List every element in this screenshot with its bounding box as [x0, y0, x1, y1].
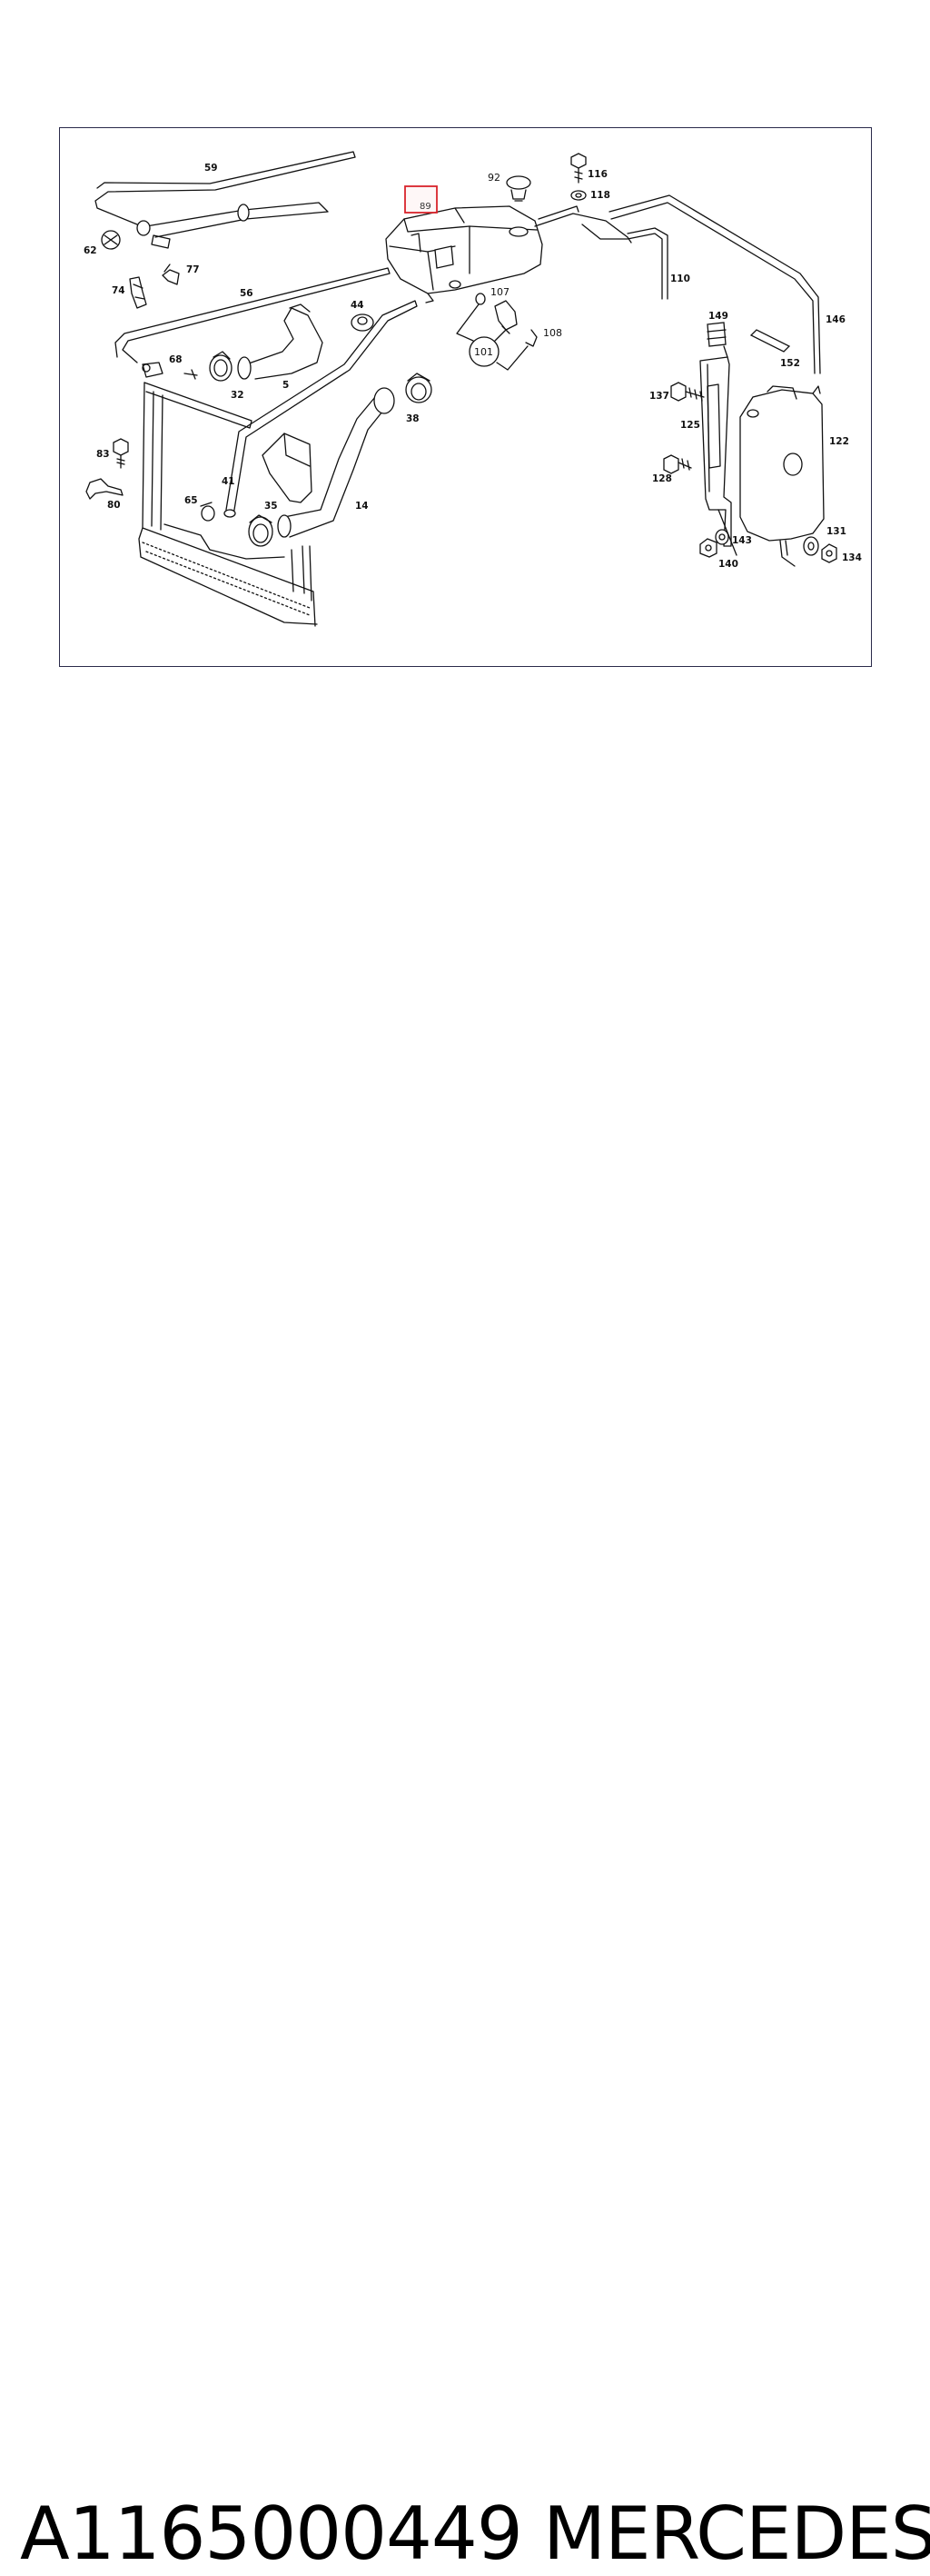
nut-134	[821, 543, 837, 563]
grommet-149	[707, 322, 728, 358]
callout-80: 80	[107, 500, 121, 511]
callout-5: 5	[282, 380, 289, 391]
callout-38: 38	[406, 413, 420, 424]
hose-5	[237, 303, 323, 380]
pipe-56	[114, 267, 391, 363]
callout-118: 118	[590, 190, 610, 201]
parts-diagram-frame: 59 62 77 74 56 68 32 5 44 83 80 41 65 35…	[59, 127, 872, 667]
radiator	[138, 382, 318, 627]
hose-146	[608, 194, 821, 374]
bolt-116	[570, 153, 587, 184]
screw-137	[670, 382, 705, 402]
callout-131: 131	[826, 526, 846, 537]
strip-152	[749, 329, 791, 353]
callout-134: 134	[842, 552, 862, 563]
highlight-box	[404, 185, 438, 214]
callout-146: 146	[826, 314, 846, 325]
washer-118	[570, 190, 587, 201]
cap-92	[506, 175, 531, 202]
callout-128: 128	[652, 473, 672, 484]
callout-89: 89	[420, 202, 431, 212]
brand-name: MERCEDES	[543, 2491, 930, 2576]
washer-143	[715, 529, 729, 545]
callout-44: 44	[351, 300, 364, 311]
clip-68	[142, 362, 163, 378]
clip-62	[101, 230, 121, 250]
callout-62: 62	[84, 245, 97, 256]
washer-131	[803, 536, 819, 556]
bracket-125	[699, 356, 737, 556]
callout-140: 140	[718, 559, 738, 570]
callout-110: 110	[670, 274, 690, 284]
caption: A1165000449 MERCEDES	[0, 1245, 930, 2576]
parts-diagram: 59 62 77 74 56 68 32 5 44 83 80 41 65 35…	[84, 151, 862, 627]
pipe-41	[223, 300, 418, 518]
sensor-101	[456, 293, 538, 371]
callout-77: 77	[186, 264, 200, 275]
callout-14: 14	[355, 501, 369, 512]
callout-107: 107	[490, 286, 510, 298]
clamp-38	[405, 373, 432, 403]
nut-140	[699, 538, 717, 558]
callout-149: 149	[708, 311, 728, 322]
callout-32: 32	[231, 390, 244, 401]
clip-80	[85, 478, 124, 500]
callout-137: 137	[649, 391, 669, 402]
callout-122: 122	[829, 436, 849, 447]
clamp-32	[183, 351, 232, 382]
callout-59: 59	[204, 163, 218, 174]
part-number: A1165000449	[20, 2491, 523, 2576]
callout-152: 152	[780, 358, 800, 369]
callout-92: 92	[488, 172, 500, 184]
shroud-piece	[262, 433, 312, 503]
callout-68: 68	[169, 354, 183, 365]
hose-59	[94, 151, 356, 249]
screw-128	[663, 454, 692, 474]
hose-14	[277, 387, 395, 538]
clamp-77	[162, 264, 180, 285]
callout-74: 74	[112, 285, 125, 296]
callout-101: 101	[474, 346, 493, 358]
grommet-44	[351, 313, 374, 332]
callout-83: 83	[96, 449, 110, 460]
callout-35: 35	[264, 501, 278, 512]
callout-108: 108	[543, 327, 562, 339]
clamp-65	[200, 502, 215, 522]
callout-143: 143	[732, 535, 752, 546]
callout-65: 65	[184, 495, 198, 506]
hose-110	[581, 224, 668, 300]
callout-125: 125	[680, 420, 700, 431]
callout-56: 56	[240, 288, 253, 299]
expansion-tank-89	[385, 205, 632, 303]
callout-116: 116	[588, 169, 608, 180]
bolt-83	[113, 438, 129, 469]
callout-41: 41	[222, 476, 235, 487]
reservoir-122	[739, 385, 825, 567]
clip-74	[129, 276, 147, 309]
clamp-35	[248, 514, 273, 547]
